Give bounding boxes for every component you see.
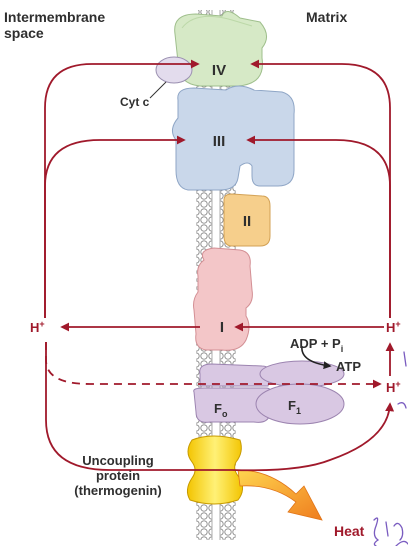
complex-ii (223, 193, 271, 247)
adp-pi-label: ADP + Pi (290, 336, 343, 354)
atp-synthase (193, 360, 345, 425)
uncoupling-line-2: protein (96, 468, 140, 483)
heat-arrow (237, 469, 323, 521)
f1-label: F1 (288, 398, 301, 416)
proton-charge: + (395, 319, 400, 329)
intermembrane-label-line: Intermembrane (4, 9, 105, 25)
complex-iii (172, 85, 295, 191)
proton-symbol: H (30, 320, 39, 335)
fo-subscript: o (222, 409, 228, 419)
proton-symbol: H (386, 380, 395, 395)
intermembrane-label-line-2: space (4, 25, 44, 41)
proton-symbol: H (386, 320, 395, 335)
complex-ii-label: II (243, 213, 251, 230)
fo-letter: F (214, 401, 222, 416)
adp-text: ADP + P (290, 336, 341, 351)
cyt-c-label: Cyt c (120, 95, 150, 109)
fo-label: Fo (214, 401, 228, 419)
proton-charge: + (39, 319, 44, 329)
proton-label-left: H+ (30, 319, 45, 335)
heat-label: Heat (334, 523, 365, 539)
proton-label-right-lower: H+ (386, 379, 401, 395)
complex-iv-label: IV (212, 62, 226, 79)
pi-subscript: i (341, 344, 344, 354)
cytochrome-c (155, 56, 193, 84)
complex-iii-label: III (213, 133, 226, 150)
proton-flow-arrows (44, 59, 395, 472)
f1-letter: F (288, 398, 296, 413)
cyt-c-leader-line (149, 81, 167, 99)
proton-label-right-upper: H+ (386, 319, 401, 335)
intermembrane-space-label: Intermembrane space (4, 9, 109, 41)
complex-i-label: I (220, 319, 224, 336)
matrix-label: Matrix (306, 9, 347, 25)
atp-label: ATP (336, 359, 361, 374)
handwritten-annotation (373, 351, 408, 546)
uncoupling-line-3: (thermogenin) (74, 483, 161, 498)
f1-subscript: 1 (296, 406, 301, 416)
uncoupling-line-1: Uncoupling (82, 453, 154, 468)
proton-charge: + (395, 379, 400, 389)
adp-to-atp-arrow (301, 345, 332, 370)
